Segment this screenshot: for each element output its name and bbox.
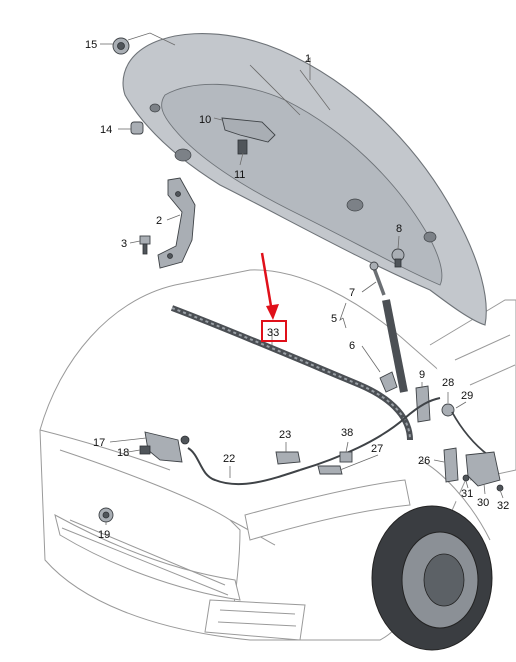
label-8: 8: [396, 223, 402, 235]
hinge-part-2: [157, 177, 196, 269]
label-6: 6: [349, 340, 355, 352]
label-27: 27: [371, 443, 383, 455]
bump-stop-part-19: [98, 507, 114, 523]
label-14: 14: [100, 124, 112, 136]
leader-lines: [100, 32, 504, 525]
part-labels: 15 1 14 10 11 2 3 8 7 5 6 9 28 29 33 17 …: [85, 39, 509, 541]
cable-clip-part-23: [275, 451, 301, 465]
highlight-arrow: [260, 252, 287, 342]
label-32: 32: [497, 500, 509, 512]
lever-part-28: [441, 403, 489, 456]
label-28: 28: [442, 377, 454, 389]
release-handle-part-30: [462, 451, 504, 492]
release-cable-part-22: [187, 397, 441, 486]
label-33: 33: [267, 327, 279, 339]
label-2: 2: [156, 215, 162, 227]
label-10: 10: [199, 114, 211, 126]
label-7: 7: [349, 287, 355, 299]
bump-stop-part-15: [112, 37, 130, 55]
label-17: 17: [93, 437, 105, 449]
hood-seal-part-33: [170, 305, 413, 441]
holder-part-38: [339, 451, 353, 463]
label-29: 29: [461, 390, 473, 402]
label-26: 26: [418, 455, 430, 467]
label-31: 31: [461, 488, 473, 500]
label-5: 5: [331, 313, 337, 325]
gas-strut-part-5: [369, 261, 408, 393]
label-23: 23: [279, 429, 291, 441]
label-22: 22: [223, 453, 235, 465]
front-wheel: [371, 505, 493, 651]
ball-stud-part-8: [391, 248, 405, 268]
label-19: 19: [98, 529, 110, 541]
label-30: 30: [477, 497, 489, 509]
label-9: 9: [419, 369, 425, 381]
label-18: 18: [117, 447, 129, 459]
plug-part-14: [130, 121, 144, 135]
hood-lock-part-17: [139, 431, 190, 463]
connector-part-27: [317, 465, 343, 475]
label-3: 3: [121, 238, 127, 250]
car-body: [39, 269, 516, 641]
label-38: 38: [341, 427, 353, 439]
bracket-part-26: [443, 447, 459, 483]
bolt-part-3: [139, 235, 151, 255]
label-1: 1: [305, 53, 311, 65]
label-15: 15: [85, 39, 97, 51]
label-11: 11: [234, 169, 245, 181]
